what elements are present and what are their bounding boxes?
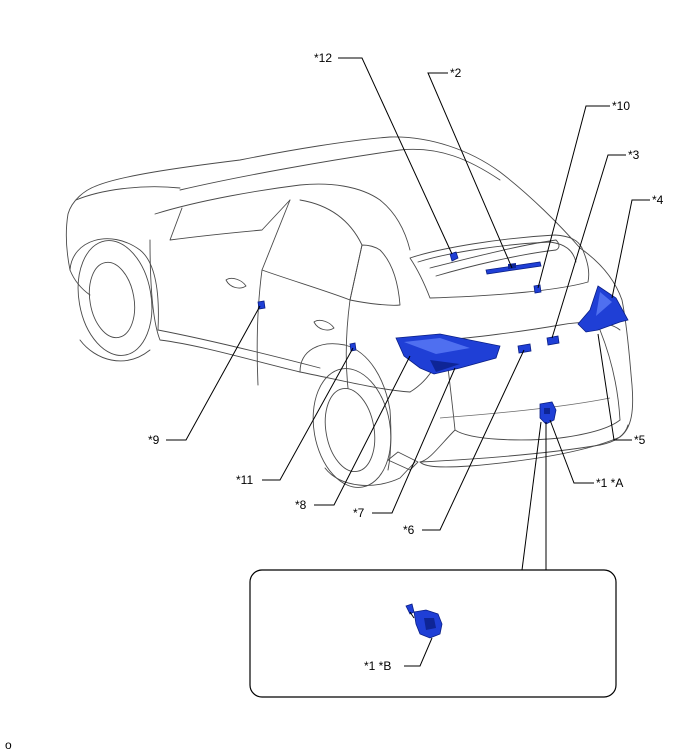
label-7: *7 bbox=[353, 506, 365, 520]
part-6 bbox=[517, 343, 532, 354]
part-10 bbox=[533, 284, 542, 294]
label-10: *10 bbox=[612, 99, 630, 113]
blue-parts bbox=[257, 251, 629, 425]
label-9: *9 bbox=[148, 433, 160, 447]
label-4: *4 bbox=[652, 193, 664, 207]
label-2: *2 bbox=[450, 66, 462, 80]
label-11: *11 bbox=[236, 473, 253, 487]
leader-lines bbox=[166, 57, 650, 571]
label-1-b: *1 *B bbox=[364, 659, 391, 673]
label-5: *5 bbox=[634, 433, 646, 447]
part-1-b bbox=[405, 603, 443, 639]
detail-inset bbox=[249, 569, 617, 698]
labels: *12 *2 *10 *3 *4 *5 *1 *A *6 *7 *8 *11 *… bbox=[5, 51, 664, 752]
part-11 bbox=[349, 342, 357, 352]
label-3: *3 bbox=[628, 148, 640, 162]
label-6: *6 bbox=[403, 523, 415, 537]
label-8: *8 bbox=[295, 498, 307, 512]
part-12 bbox=[449, 251, 459, 262]
corner-mark: o bbox=[5, 738, 12, 752]
part-3 bbox=[546, 335, 560, 346]
label-1-a: *1 *A bbox=[596, 476, 623, 490]
label-12: *12 bbox=[314, 51, 332, 65]
